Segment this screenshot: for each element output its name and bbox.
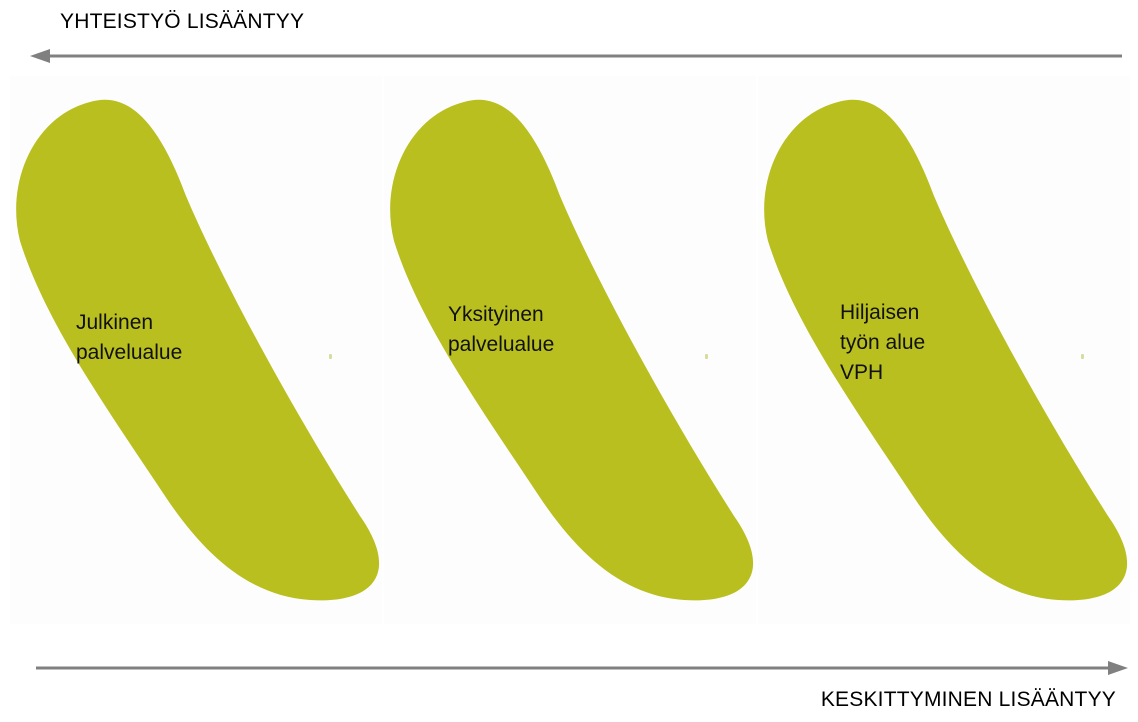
green-zone-shape — [764, 99, 1128, 601]
zone-label: Yksityinen palvelualue — [448, 300, 554, 360]
zone-label-line: Julkinen — [76, 311, 154, 334]
zone-label-line: VPH — [840, 361, 884, 384]
zone-panel-public: Julkinen palvelualue — [10, 76, 382, 624]
zone-label: Hiljaisen työn alue VPH — [840, 298, 925, 388]
zone-label-line: työn alue — [840, 331, 926, 354]
zone-label-line: Hiljaisen — [840, 301, 920, 324]
zone-panel-private: Yksityinen palvelualue — [384, 76, 756, 624]
speck-mark — [329, 354, 332, 359]
green-zone-shape — [16, 99, 380, 601]
right-arrow — [36, 661, 1128, 675]
zone-label-line: Yksityinen — [448, 303, 544, 326]
zone-label-line: palvelualue — [76, 341, 183, 364]
green-zone-shape — [390, 99, 754, 601]
top-axis-label: YHTEISTYÖ LISÄÄNTYY — [60, 10, 305, 33]
left-arrow — [30, 49, 1122, 63]
speck-mark — [705, 354, 708, 359]
speck-mark — [1081, 354, 1084, 359]
zone-panel-quiet-work: Hiljaisen työn alue VPH — [758, 76, 1130, 624]
zone-label-line: palvelualue — [448, 333, 555, 356]
zone-label: Julkinen palvelualue — [76, 308, 182, 368]
bottom-axis-label: KESKITTYMINEN LISÄÄNTYY — [820, 688, 1116, 711]
